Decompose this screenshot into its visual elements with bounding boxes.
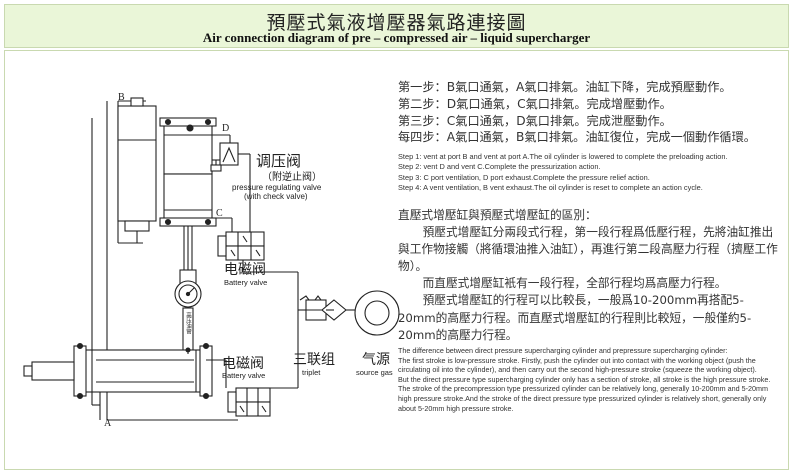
header-banner: 預壓式氣液增壓器氣路連接圖 Air connection diagram of … bbox=[4, 4, 789, 48]
difference-zh: 直壓式增壓缸與預壓式增壓缸的區別： 預壓式增壓缸分兩段式行程，第一段行程爲低壓行… bbox=[398, 207, 780, 344]
hose-label: 高压油管 bbox=[185, 311, 192, 336]
step-zh-4: 每四步：A氣口通氣，B氣口排氣。油缸復位，完成一個動作循環。 bbox=[398, 130, 756, 145]
source-label-zh: 气源 bbox=[362, 352, 390, 368]
triplet-label-zh: 三联组 bbox=[293, 352, 335, 368]
port-d-label: D bbox=[222, 123, 229, 134]
solenoid1-label-zh: 电磁阀 bbox=[224, 262, 266, 278]
booster-body bbox=[159, 117, 217, 285]
difference-p2-zh: 而直壓式增壓缸衹有一段行程，全部行程均爲高壓力行程。 bbox=[422, 276, 727, 291]
step-zh-1: 第一步：B氣口通氣，A氣口排氣。油缸下降，完成預壓動作。 bbox=[398, 80, 732, 94]
steps-en: Step 1: vent at port B and vent at port … bbox=[398, 152, 783, 194]
pressure-regulating-valve bbox=[210, 142, 251, 205]
supply-line bbox=[242, 270, 306, 389]
regulator-label-en: pressure regulating valve bbox=[232, 183, 322, 192]
difference-heading-zh: 直壓式增壓缸與預壓式增壓缸的區別： bbox=[398, 208, 597, 222]
step-en-4: Step 4: A vent ventilation, B vent exhau… bbox=[398, 183, 703, 193]
difference-p1-en: The difference between direct pressure s… bbox=[398, 346, 728, 355]
page-title-zh: 預壓式氣液增壓器氣路連接圖 bbox=[266, 12, 527, 34]
preload-cylinder bbox=[117, 97, 157, 243]
step-en-1: Step 1: vent at port B and vent at port … bbox=[398, 152, 728, 161]
step-en-2: Step 2: vent D and vent C.Complete the p… bbox=[398, 162, 601, 172]
page-title-en: Air connection diagram of pre – compress… bbox=[202, 30, 591, 45]
solenoid2-label-zh: 电磁阀 bbox=[222, 356, 264, 372]
difference-p3-zh: 預壓式增壓缸的行程可以比較長，一般爲10-200mm再搭配5-20mm的高壓力行… bbox=[398, 293, 752, 342]
solenoid-valve-2 bbox=[227, 387, 271, 417]
difference-p4-en: The stroke of the precompression type pr… bbox=[398, 384, 768, 413]
pressure-gauge bbox=[174, 280, 202, 308]
source-label-en: source gas bbox=[356, 368, 393, 377]
regulator-label-en2: (with check valve) bbox=[244, 192, 308, 201]
air-source bbox=[354, 290, 400, 336]
step-zh-2: 第二步：D氣口通氣，C氣口排氣。完成增壓動作。 bbox=[398, 96, 672, 111]
step-en-3: Step 3: C port ventilation, D port exhau… bbox=[398, 172, 650, 182]
regulator-label-zh2: （附逆止阀） bbox=[262, 170, 322, 183]
work-cylinder bbox=[23, 342, 213, 400]
port-a-label: A bbox=[104, 418, 112, 429]
difference-en: The difference between direct pressure s… bbox=[398, 346, 778, 413]
solenoid1-label-en: Battery valve bbox=[224, 278, 267, 287]
regulator-label-zh: 调压阀 bbox=[256, 152, 301, 170]
port-b-label: B bbox=[118, 92, 125, 103]
port-c-label: C bbox=[216, 208, 223, 219]
triplet-frl bbox=[299, 295, 356, 321]
difference-p1-zh: 預壓式增壓缸分兩段式行程，第一段行程爲低壓行程，先將油缸推出與工作物接觸（將循環… bbox=[398, 225, 778, 274]
step-zh-3: 第三步：C氣口通氣，D氣口排氣。完成泄壓動作。 bbox=[398, 113, 672, 128]
solenoid-valve-1 bbox=[217, 205, 265, 270]
difference-p2-en: The first stroke is low-pressure stroke.… bbox=[398, 355, 757, 375]
difference-p3-en: But the direct pressure type superchargi… bbox=[398, 374, 771, 384]
steps-zh: 第一步：B氣口通氣，A氣口排氣。油缸下降，完成預壓動作。 第二步：D氣口通氣，C… bbox=[398, 79, 783, 146]
triplet-label-en: triplet bbox=[302, 368, 321, 377]
solenoid2-label-en: Battery valve bbox=[222, 371, 265, 380]
